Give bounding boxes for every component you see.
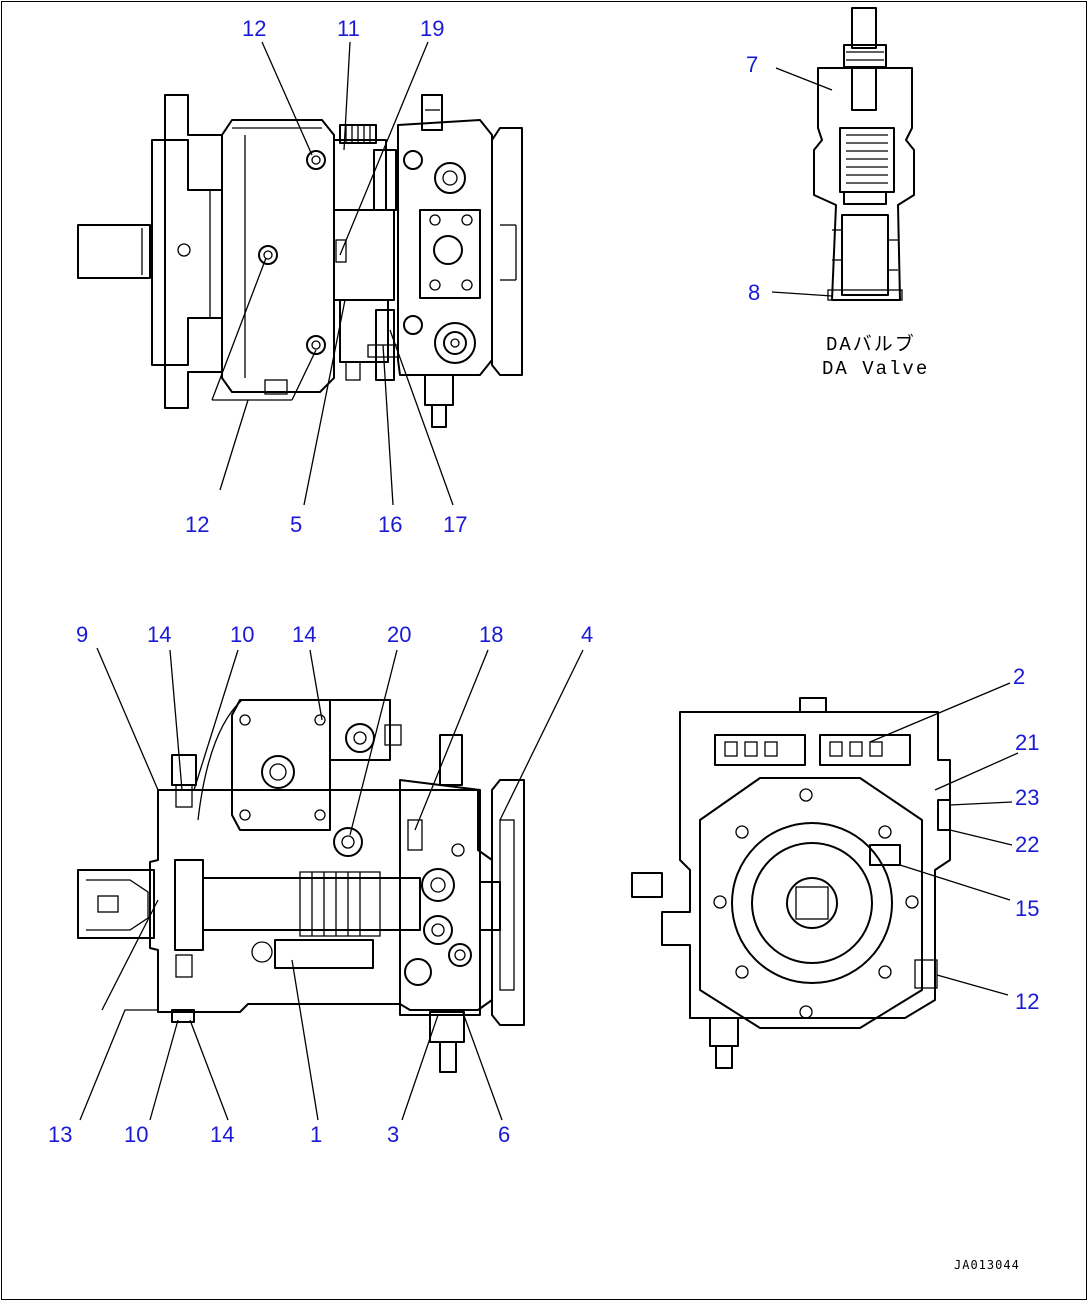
callout-10-lower: 10 (124, 1122, 149, 1147)
da-valve-detail (813, 7, 915, 301)
callout-20: 20 (387, 622, 412, 647)
side-section-leaders (79, 647, 584, 1121)
callout-5: 5 (290, 512, 303, 537)
callout-17: 17 (443, 512, 468, 537)
callout-8: 8 (748, 280, 761, 305)
callout-12-end-view: 12 (1015, 989, 1040, 1014)
pump-side-section (77, 699, 525, 1073)
valve-caption-japanese: DAバルブ (826, 334, 916, 356)
callout-16: 16 (378, 512, 403, 537)
callout-18: 18 (479, 622, 504, 647)
callout-6: 6 (498, 1122, 511, 1147)
callout-23: 23 (1015, 785, 1040, 810)
callout-10-upper: 10 (230, 622, 255, 647)
callout-11: 11 (337, 16, 360, 41)
callout-4: 4 (581, 622, 594, 647)
pump-end-view (631, 697, 951, 1069)
callout-9: 9 (76, 622, 89, 647)
callout-21: 21 (1015, 730, 1040, 755)
drawing-id: JA013044 (954, 1258, 1020, 1272)
callout-2: 2 (1013, 664, 1026, 689)
callout-15: 15 (1015, 896, 1040, 921)
callout-22: 22 (1015, 832, 1040, 857)
top-view-leaders (211, 41, 454, 506)
callout-14-upper-middle: 14 (292, 622, 317, 647)
callout-7: 7 (746, 52, 759, 77)
callout-13: 13 (48, 1122, 73, 1147)
callout-3: 3 (387, 1122, 400, 1147)
valve-leaders (771, 67, 833, 297)
callout-12-top-left: 12 (242, 16, 267, 41)
valve-caption-english: DA Valve (822, 358, 930, 380)
pump-top-view (77, 94, 523, 428)
callout-12-top-bottom: 12 (185, 512, 210, 537)
callout-19: 19 (420, 16, 445, 41)
callout-14-upper-left: 14 (147, 622, 172, 647)
end-view-leaders (869, 682, 1019, 996)
callout-14-lower: 14 (210, 1122, 235, 1147)
callout-1: 1 (310, 1122, 323, 1147)
